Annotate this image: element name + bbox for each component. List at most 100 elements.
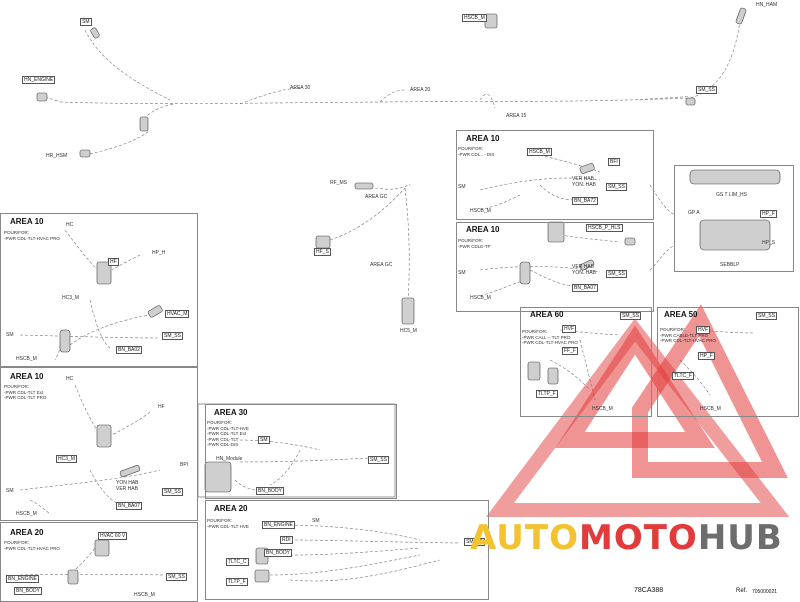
area10-left2-desc: POUR/FOR: -PWR CDL-TLT Ext -PWR CDL-TLT … bbox=[4, 384, 47, 400]
area10-left1-panel bbox=[0, 213, 198, 367]
area10-mid-hscb-m: HSCB_M bbox=[470, 295, 491, 301]
ref-label: Ref. bbox=[736, 588, 748, 594]
area10-left1-title: AREA 10 bbox=[10, 217, 44, 226]
area60-ff-f: FF_F bbox=[562, 347, 578, 355]
detail-label3: GP A bbox=[688, 210, 700, 216]
area60-title: AREA 60 bbox=[530, 310, 564, 319]
area30-bn-body: BN_BODY bbox=[256, 487, 284, 495]
label-area-gc: AREA GC bbox=[365, 194, 388, 200]
area10-left2-hscb-m: HSCB_M bbox=[16, 511, 37, 517]
area30-sm: SM bbox=[258, 436, 270, 444]
area20-bottom-sm: SM bbox=[312, 518, 320, 524]
label-area30-top: AREA 30 bbox=[290, 85, 311, 91]
area20-bottom-bn-body: BN_BODY bbox=[264, 549, 292, 557]
detail-label2: HP_F bbox=[760, 210, 777, 218]
area10-left2-panel bbox=[0, 367, 198, 521]
area10-top-panel bbox=[456, 130, 654, 220]
area20-left-sm-ss: SM_SS bbox=[166, 573, 187, 581]
area10-mid-ver: VER HAB YON. HAB bbox=[572, 264, 596, 276]
area10-left1-sm-ss: SM_SS bbox=[162, 332, 183, 340]
area10-left2-bn-ba: BN_BA07 bbox=[116, 502, 142, 510]
area50-desc: POUR/FOR: -PWR CABLE-TLT PRO -PWR CDL-TL… bbox=[660, 327, 716, 343]
area50-title: AREA 50 bbox=[664, 310, 698, 319]
area10-mid-bn-ba: BN_BA07 bbox=[572, 284, 598, 292]
area20-bottom-tltp-f: TLTP_F bbox=[226, 578, 248, 586]
area30-panel bbox=[205, 404, 397, 499]
label-hr-hsm: HR_HSM bbox=[46, 153, 68, 159]
area10-left2-sm: SM bbox=[6, 488, 14, 494]
area20-left-desc: POUR/FOR: -PWR CDL-TLT-HVAC PRO bbox=[4, 540, 60, 551]
area10-left2-ver: YON HAB VER HAB bbox=[116, 480, 139, 492]
area20-left-hvac: HVAC 60 V bbox=[98, 532, 128, 540]
area20-left-bn-body: BN_BODY bbox=[14, 587, 42, 595]
area10-left1-hc: HC bbox=[66, 222, 74, 228]
area20-left-title: AREA 20 bbox=[10, 528, 44, 537]
area20-bottom-panel bbox=[205, 500, 489, 600]
label-rf-ms: RF_MS bbox=[330, 180, 347, 186]
watermark-word-auto: AUTO bbox=[470, 518, 579, 558]
area10-top-sm-ss: SM_SS bbox=[606, 183, 627, 191]
detail-label5: SEBBLP bbox=[720, 262, 740, 268]
label-hn-engine: HN_ENGINE bbox=[22, 76, 56, 84]
area60-sm-ss: SM_SS bbox=[620, 312, 641, 320]
label-area20-top: AREA 20 bbox=[410, 87, 431, 93]
area10-left1-hvac-m: HVAC_M bbox=[165, 310, 190, 318]
area30-hn-module: HN_Module bbox=[216, 456, 243, 462]
detail-label1: GS T LIM_HS bbox=[716, 192, 747, 198]
area60-tltp-f: TLTP_F bbox=[536, 390, 558, 398]
area10-top-ver: VER HAB YON. HAB bbox=[572, 176, 596, 188]
area10-left1-sm: SM bbox=[6, 332, 14, 338]
area10-top-hscb-m: HSCB_M bbox=[527, 148, 552, 156]
area30-sm-ss: SM_SS bbox=[368, 456, 389, 464]
area10-top-hscb-m2: HSCB_M bbox=[470, 208, 491, 214]
area10-mid-desc: POUR/FOR: -PWR CDLE-TP bbox=[458, 238, 491, 249]
area10-left1-hc3-m: HC3_M bbox=[62, 295, 79, 301]
area10-left1-bn-ba: BN_BA02 bbox=[116, 346, 142, 354]
area10-mid-sm: SM bbox=[458, 270, 466, 276]
label-sm-ss-top: SM_SS bbox=[696, 86, 717, 94]
area10-left2-bpi: BPI bbox=[180, 462, 189, 468]
area10-left2-title: AREA 10 bbox=[10, 372, 44, 381]
label-area-gc2: AREA GC bbox=[370, 262, 393, 268]
area50-tltc-f: TLTC_F bbox=[672, 372, 694, 380]
detail-panel bbox=[674, 165, 794, 272]
watermark-word-moto: MOTO bbox=[578, 518, 698, 558]
area10-top-title: AREA 10 bbox=[466, 134, 500, 143]
ref-code: 78CA388 bbox=[634, 587, 664, 594]
watermark-word-hub: HUB bbox=[697, 518, 783, 558]
area10-top-desc: POUR/FOR: -PWR CDL.. - DIS bbox=[458, 146, 495, 157]
area50-hscb-m: HSCB_M bbox=[700, 406, 721, 412]
area10-left2-sm-ss: SM_SS bbox=[162, 488, 183, 496]
area20-bottom-tltc-c: TLTC_C bbox=[226, 558, 249, 566]
area20-bottom-sm-ss: SM_SS bbox=[464, 538, 485, 546]
area10-left1-hp-h: HP_H bbox=[152, 250, 166, 256]
label-sm-top: SM bbox=[80, 18, 92, 26]
label-hc5-m: HC5_M bbox=[400, 328, 417, 334]
area20-bottom-title: AREA 20 bbox=[214, 504, 248, 513]
watermark-triangle bbox=[486, 304, 790, 517]
ref-number: 705000021 bbox=[752, 589, 778, 595]
area10-mid-hscb-p: HSCB_P_HLS bbox=[586, 224, 623, 232]
area10-mid-panel bbox=[456, 222, 654, 312]
area10-left1-hf: HF bbox=[108, 258, 119, 266]
area50-panel bbox=[657, 307, 799, 417]
area20-left-hscb-m: HSCB_M bbox=[134, 592, 155, 598]
detail-label4: HP_S bbox=[762, 240, 776, 246]
watermark-logo: AUTOMOTOHUB bbox=[470, 520, 783, 556]
area60-desc: POUR/FOR: -PWR CALL -- TLT PRO -PWR CDL-… bbox=[522, 329, 578, 345]
area10-left2-hf: HF bbox=[158, 404, 165, 410]
area50-hp-f: HP_F bbox=[698, 352, 715, 360]
area60-hscb-m: HSCB_M bbox=[592, 406, 613, 412]
area10-left2-hc: HC bbox=[66, 376, 74, 382]
label-hn-ham: HN_HAM bbox=[756, 2, 778, 8]
label-area15: AREA 15 bbox=[506, 113, 527, 119]
area20-left-hn-engine: BN_ENGINE bbox=[6, 575, 39, 583]
label-hf-s: HF_S bbox=[314, 248, 331, 256]
area20-bottom-bn-engine: BN_ENGINE bbox=[262, 521, 295, 529]
label-hscb-m-top: HSCB_M bbox=[462, 14, 487, 22]
area60-panel bbox=[520, 307, 652, 417]
area50-sm-ss: SM_SS bbox=[756, 312, 777, 320]
area10-left1-hscb-m: HSCB_M bbox=[16, 356, 37, 362]
